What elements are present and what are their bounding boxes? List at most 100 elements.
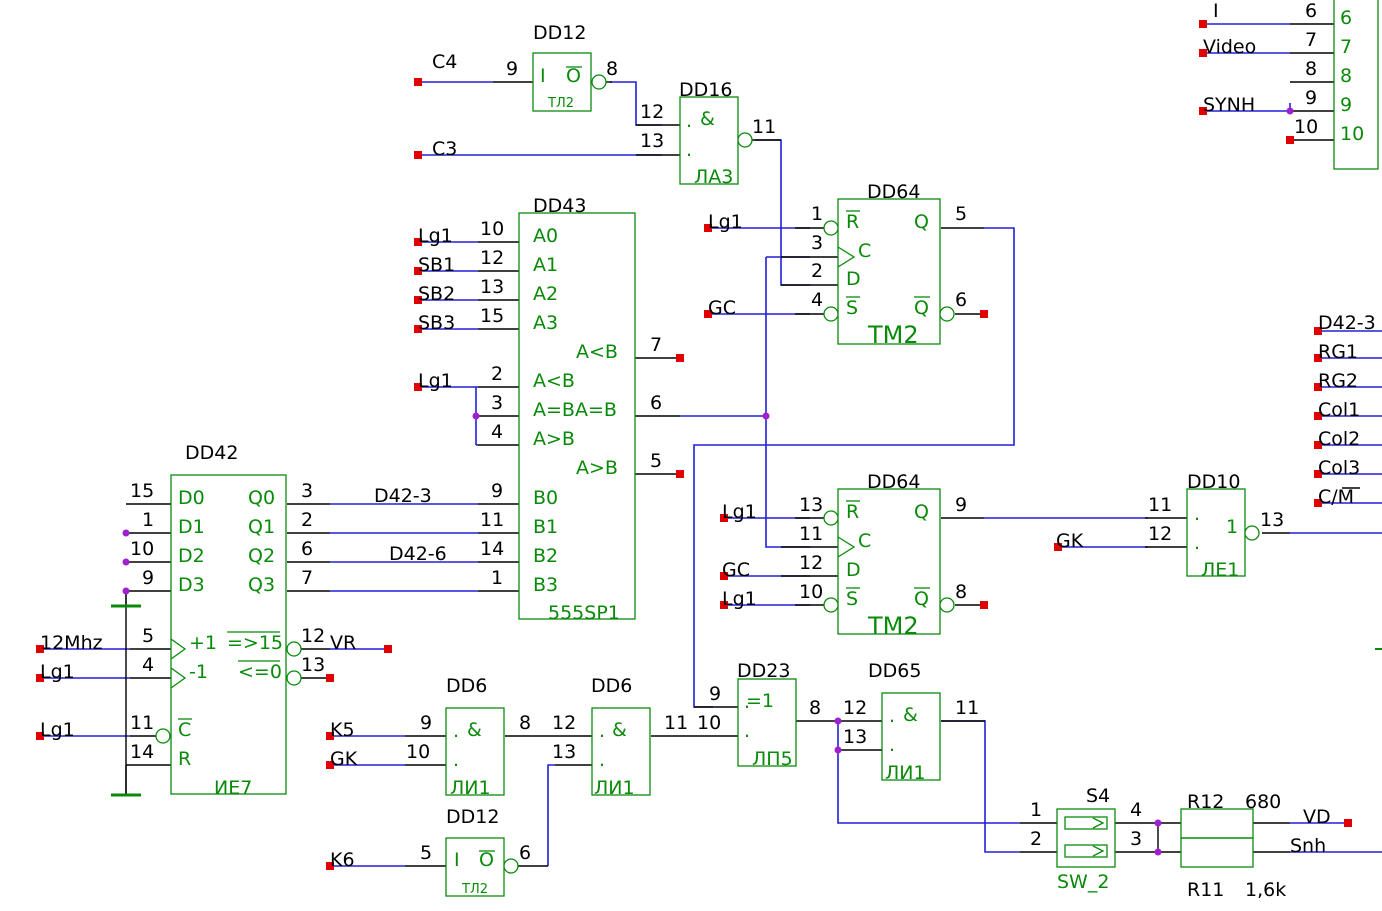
svg-text:=1: =1 <box>746 690 774 712</box>
svg-text:.: . <box>599 749 605 771</box>
svg-text:D2: D2 <box>178 545 205 567</box>
port-sb1: SB1 <box>418 254 455 276</box>
component-dd6-and-first: DD6 & . . ЛИ1 9 10 8 <box>406 675 531 799</box>
svg-text:Q3: Q3 <box>248 574 275 596</box>
component-dd65-and: DD65 & . . ЛИ1 12 13 11 <box>843 660 979 784</box>
svg-text:6: 6 <box>955 289 967 311</box>
component-dd6-and-second: DD6 & . . ЛИ1 12 13 11 <box>552 675 688 799</box>
svg-text:13: 13 <box>301 654 325 676</box>
component-type: ЛП5 <box>752 748 793 770</box>
bus-label: Col2 <box>1318 428 1360 450</box>
port-video: Video <box>1203 36 1256 58</box>
svg-text:9: 9 <box>420 712 432 734</box>
svg-text:R: R <box>846 501 859 523</box>
component-ref: DD43 <box>533 195 586 217</box>
bus-label: RG2 <box>1318 370 1358 392</box>
svg-text:8: 8 <box>809 697 821 719</box>
component-dd43-comparator: DD43 555SP1 10 A0 12 A1 13 A2 15 A3 2 A<… <box>480 195 662 624</box>
component-dd10-nor: DD10 1 . . ЛЕ1 11 12 13 <box>1148 471 1284 581</box>
port-k6: K6 <box>330 849 355 871</box>
svg-text:4: 4 <box>811 289 823 311</box>
svg-text:C: C <box>858 530 871 552</box>
component-dd64-flipflop-top: DD64 R C D S Q Q ТМ2 1 3 2 4 5 6 <box>811 181 967 349</box>
pin-number: 6 <box>1305 0 1317 22</box>
svg-text:Q: Q <box>914 297 929 319</box>
component-ref: DD6 <box>446 675 487 697</box>
svg-text:O: O <box>479 849 494 871</box>
resistor-value: 1,6k <box>1245 879 1286 901</box>
svg-text:A>B: A>B <box>576 457 618 479</box>
port-lg1: Lg1 <box>40 719 75 741</box>
svg-text:=>15: =>15 <box>227 632 283 654</box>
svg-text:4: 4 <box>142 654 154 676</box>
svg-text:A=BA=B: A=BA=B <box>533 399 617 421</box>
svg-text:.: . <box>453 749 459 771</box>
port-labels: C4 C3 Lg1 SB1 SB2 SB3 Lg1 Lg1 GC Lg1 GC … <box>40 0 1376 871</box>
junction-dots <box>122 107 1294 856</box>
svg-text:A2: A2 <box>533 283 558 305</box>
resistor-ref: R11 <box>1187 879 1224 901</box>
component-ref: DD16 <box>679 79 732 101</box>
svg-text:&: & <box>903 704 918 726</box>
svg-text:13: 13 <box>799 494 823 516</box>
svg-text:14: 14 <box>130 741 154 763</box>
bus-label: C/M <box>1318 486 1354 508</box>
port-gk: GK <box>1056 530 1084 552</box>
port-k5: K5 <box>330 719 355 741</box>
svg-text:6: 6 <box>519 842 531 864</box>
component-type: ЛИ1 <box>450 777 491 799</box>
svg-text:Q: Q <box>914 501 929 523</box>
port-gc: GC <box>722 559 750 581</box>
svg-text:.: . <box>686 110 692 132</box>
gate-function: & <box>700 108 715 130</box>
svg-text:+1: +1 <box>189 632 217 654</box>
connector-pin-label: 9 <box>1340 94 1352 116</box>
component-type: 555SP1 <box>548 602 620 624</box>
svg-text:.: . <box>1194 503 1200 525</box>
svg-text:I: I <box>454 849 460 871</box>
dd43-left-pins: 10 A0 12 A1 13 A2 15 A3 2 A<B 3 A=BA=B 4… <box>480 218 617 596</box>
component-ref: DD64 <box>867 471 920 493</box>
svg-text:5: 5 <box>420 842 432 864</box>
svg-text:B1: B1 <box>533 516 558 538</box>
port-c4: C4 <box>432 51 457 73</box>
port-synh: SYNH <box>1203 94 1255 116</box>
port-vr: VR <box>330 632 356 654</box>
pin-number: 8 <box>606 58 618 80</box>
svg-text:R: R <box>178 748 191 770</box>
svg-text:3: 3 <box>491 392 503 414</box>
component-dd16-nand: DD16 & . . ЛА3 12 13 11 <box>640 79 776 188</box>
svg-text:D0: D0 <box>178 487 205 509</box>
resistor-value: 680 <box>1245 791 1281 813</box>
svg-text:1: 1 <box>1030 799 1042 821</box>
svg-text:13: 13 <box>552 741 576 763</box>
svg-text:Q1: Q1 <box>248 516 275 538</box>
component-ref: DD64 <box>867 181 920 203</box>
svg-text:10: 10 <box>799 581 823 603</box>
svg-text:3: 3 <box>1130 828 1142 850</box>
svg-text:1: 1 <box>811 203 823 225</box>
svg-text:Q0: Q0 <box>248 487 275 509</box>
port-lg1: Lg1 <box>708 211 743 233</box>
svg-text:10: 10 <box>697 712 721 734</box>
svg-text:10: 10 <box>130 538 154 560</box>
component-type: ТЛ2 <box>547 96 574 111</box>
net-label-d42-3: D42-3 <box>374 485 432 507</box>
component-ref: DD23 <box>737 660 790 682</box>
port-vd: VD <box>1303 806 1331 828</box>
port-lg1: Lg1 <box>722 588 757 610</box>
pin-number: 13 <box>640 130 664 152</box>
svg-text:1: 1 <box>491 567 503 589</box>
connector-pin-label: 8 <box>1340 65 1352 87</box>
component-type: SW_2 <box>1057 871 1109 893</box>
svg-text:12: 12 <box>799 552 823 574</box>
svg-text:7: 7 <box>650 334 662 356</box>
wires <box>40 23 1382 867</box>
svg-text:13: 13 <box>843 726 867 748</box>
component-ref: DD12 <box>446 806 499 828</box>
svg-text:.: . <box>744 691 750 713</box>
svg-text:A0: A0 <box>533 225 558 247</box>
component-dd64-flipflop-bottom: DD64 R C D S Q Q ТМ2 13 11 12 10 9 8 <box>799 471 967 640</box>
svg-text:&: & <box>612 719 627 741</box>
